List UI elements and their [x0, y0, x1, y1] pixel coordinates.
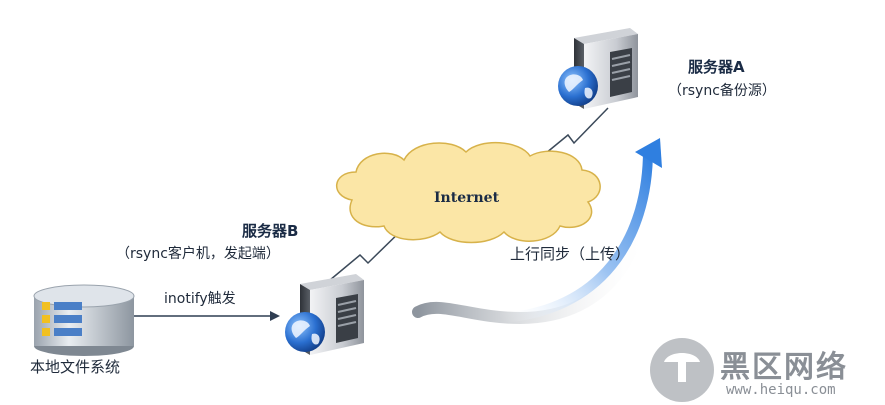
upload-sync-arrow [412, 138, 662, 325]
sync-label: 上行同步（上传） [510, 245, 631, 263]
local-fs-label: 本地文件系统 [30, 358, 121, 376]
cloud-icon [335, 141, 601, 244]
inotify-label: inotify触发 [164, 291, 236, 307]
inotify-arrow [134, 311, 280, 321]
server-b-title: 服务器B [242, 222, 299, 240]
cloud-label: Internet [434, 190, 500, 206]
database-icon [33, 284, 135, 356]
watermark-logo-icon [650, 338, 714, 402]
watermark-name: 黑区网络 [720, 350, 848, 385]
watermark-url: www.heiqu.com [726, 382, 836, 398]
link-server-b-cloud [329, 221, 411, 281]
globe-icon [285, 312, 325, 352]
globe-icon [558, 66, 598, 106]
server-a-subtitle: （rsync备份源） [668, 83, 776, 99]
link-cloud-server-a [539, 107, 609, 159]
server-b-subtitle: （rsync客户机，发起端） [116, 246, 280, 262]
server-a-title: 服务器A [688, 58, 745, 76]
